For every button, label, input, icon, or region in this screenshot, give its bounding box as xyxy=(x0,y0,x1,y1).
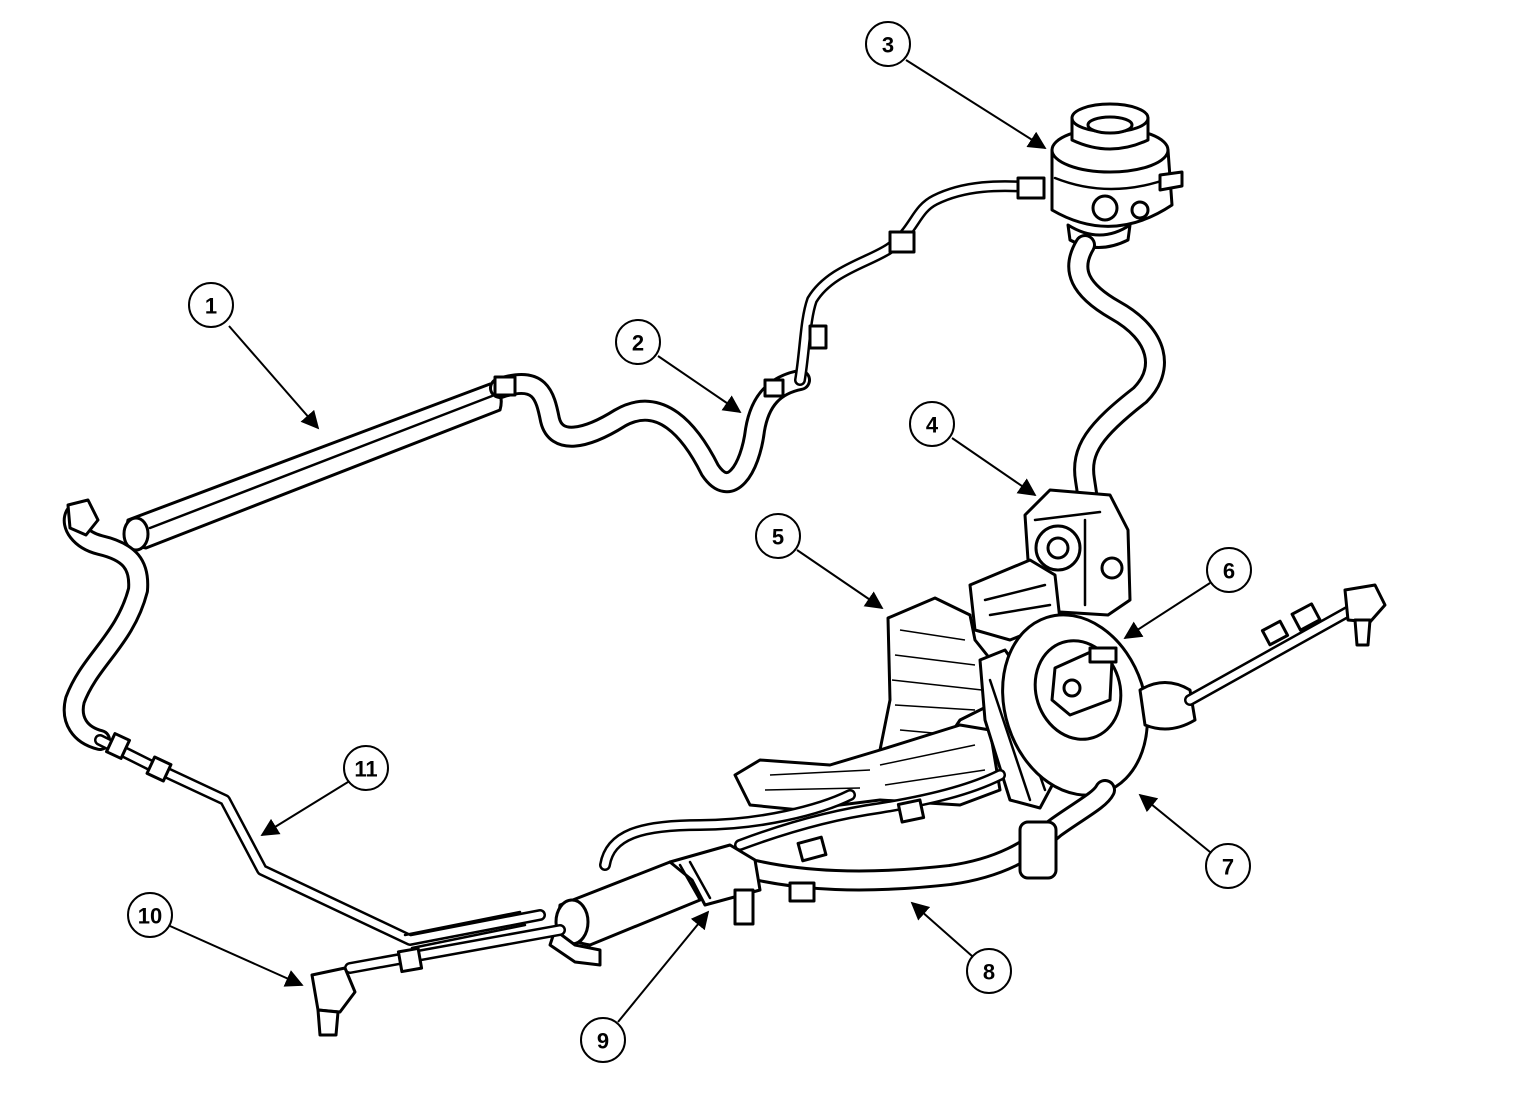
callout-7: 7 xyxy=(1138,793,1251,889)
callout-9: 9 xyxy=(580,910,710,1063)
callout-3-label: 3 xyxy=(882,33,894,58)
callout-10-label: 10 xyxy=(138,904,162,929)
callout-7-label: 7 xyxy=(1222,855,1234,880)
callout-11-label: 11 xyxy=(354,757,377,782)
callout-2-label: 2 xyxy=(632,331,644,356)
callouts: 1 2 3 4 5 6 7 xyxy=(127,21,1252,1063)
callout-2: 2 xyxy=(615,319,742,414)
callout-6-label: 6 xyxy=(1223,559,1235,584)
callout-6: 6 xyxy=(1123,547,1252,639)
callout-8: 8 xyxy=(910,901,1012,994)
callout-1: 1 xyxy=(188,282,320,430)
callout-9-label: 9 xyxy=(597,1029,609,1054)
left-tie-rod xyxy=(310,924,566,1037)
callout-11: 11 xyxy=(260,745,389,836)
fluid-reservoir xyxy=(1050,102,1184,249)
callout-10: 10 xyxy=(127,892,304,987)
oil-cooler xyxy=(122,382,503,552)
callout-4-label: 4 xyxy=(926,413,939,438)
reservoir-to-pump-hose xyxy=(1067,234,1166,531)
right-tie-rod xyxy=(1138,583,1387,731)
callout-5: 5 xyxy=(755,513,884,610)
callout-4: 4 xyxy=(909,401,1037,497)
cooler-supply-line xyxy=(62,498,546,950)
callout-5-label: 5 xyxy=(772,525,784,550)
callout-8-label: 8 xyxy=(983,960,995,985)
return-hose xyxy=(489,176,1046,494)
pressure-lines xyxy=(599,769,1116,903)
dust-boot xyxy=(1001,613,1149,797)
callout-1-label: 1 xyxy=(205,294,217,319)
callout-3: 3 xyxy=(865,21,1047,149)
steering-gear-rack xyxy=(548,843,762,967)
